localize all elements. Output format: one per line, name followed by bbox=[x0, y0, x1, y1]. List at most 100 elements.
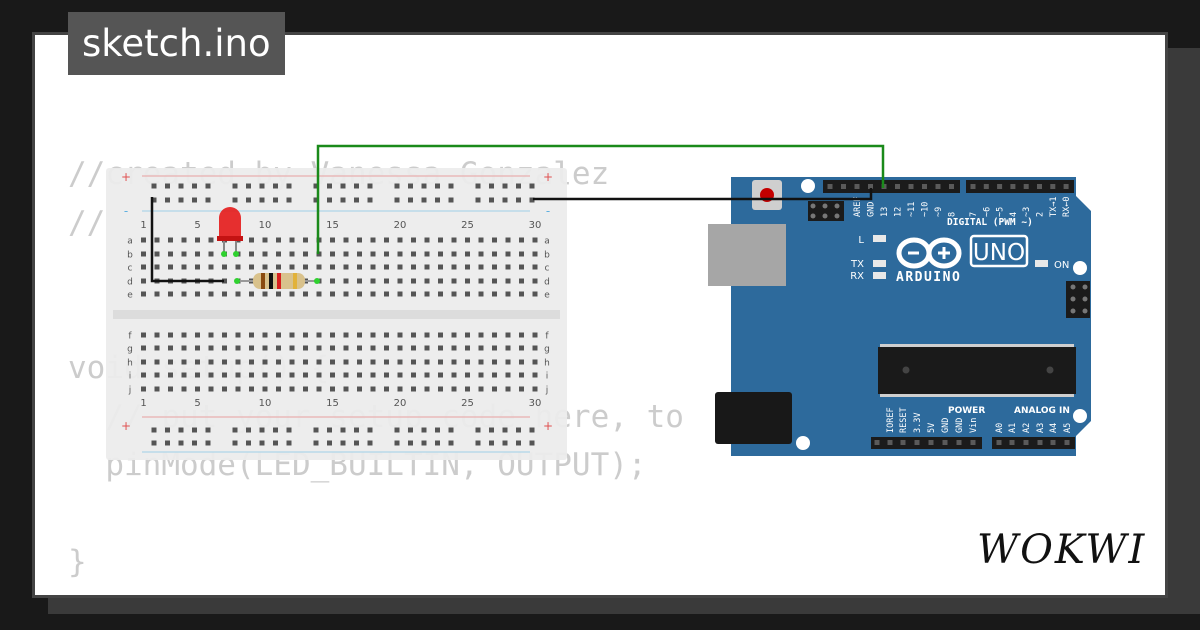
header-slot bbox=[827, 184, 833, 189]
breadboard-hole bbox=[519, 237, 524, 243]
breadboard-hole bbox=[343, 291, 349, 297]
header-power bbox=[871, 437, 982, 449]
header-top-left bbox=[823, 180, 960, 193]
breadboard-hole bbox=[316, 264, 322, 270]
breadboard-hole bbox=[370, 291, 376, 297]
rail-hole bbox=[232, 427, 238, 433]
sketch-filename-tab[interactable]: sketch.ino bbox=[68, 12, 285, 75]
rail-hole bbox=[516, 183, 521, 189]
breadboard-hole bbox=[370, 372, 376, 378]
wire-green[interactable] bbox=[316, 144, 885, 254]
rail-hole bbox=[394, 427, 400, 433]
power-pin-label: RESET bbox=[899, 407, 909, 433]
breadboard-hole bbox=[519, 386, 524, 392]
breadboard-hole bbox=[195, 264, 200, 270]
wire-black-led[interactable] bbox=[150, 197, 224, 283]
breadboard-hole bbox=[141, 359, 146, 365]
rail-hole bbox=[340, 427, 346, 433]
breadboard-hole bbox=[519, 251, 524, 257]
rail-sign: + bbox=[121, 170, 131, 184]
breadboard-hole bbox=[519, 332, 524, 338]
chip-pins-top bbox=[880, 344, 1074, 347]
rail-sign: - bbox=[124, 204, 128, 218]
breadboard-hole bbox=[168, 264, 173, 270]
header-analog bbox=[992, 437, 1075, 449]
header-slot bbox=[942, 440, 948, 445]
rail-hole bbox=[192, 197, 197, 203]
breadboard-hole bbox=[181, 372, 187, 378]
header-slot bbox=[922, 184, 927, 189]
breadboard-hole bbox=[316, 345, 322, 351]
rail-hole bbox=[192, 183, 197, 189]
breadboard-hole bbox=[411, 237, 416, 243]
row-letter: i bbox=[546, 372, 549, 382]
breadboard-hole bbox=[532, 264, 538, 270]
breadboard-hole bbox=[181, 359, 187, 365]
breadboard-hole bbox=[478, 372, 484, 378]
digital-pin-label: AREF bbox=[853, 197, 863, 217]
breadboard-hole bbox=[492, 359, 497, 365]
breadboard-hole bbox=[222, 372, 227, 378]
breadboard-hole bbox=[208, 251, 214, 257]
analog-pin-label: A0 bbox=[995, 423, 1005, 433]
breadboard-hole bbox=[195, 345, 200, 351]
breadboard-hole bbox=[411, 251, 416, 257]
rail-hole bbox=[340, 440, 346, 446]
breadboard-hole bbox=[505, 359, 511, 365]
resistor[interactable] bbox=[237, 273, 317, 289]
breadboard-hole bbox=[168, 372, 173, 378]
rail-hole bbox=[529, 183, 535, 189]
wire-black-gnd[interactable] bbox=[533, 188, 873, 201]
breadboard-hole bbox=[330, 332, 335, 338]
header-slot bbox=[874, 440, 880, 445]
row-letter: a bbox=[127, 237, 133, 247]
breadboard-hole bbox=[181, 291, 187, 297]
breadboard-hole bbox=[519, 359, 524, 365]
row-letter: j bbox=[545, 386, 549, 396]
breadboard-hole bbox=[465, 386, 470, 392]
connection-dots bbox=[221, 251, 320, 284]
analog-pin-label: A1 bbox=[1008, 423, 1018, 433]
breadboard-hole bbox=[249, 264, 254, 270]
breadboard-hole bbox=[492, 237, 497, 243]
breadboard-hole bbox=[384, 345, 389, 351]
digital-pin-label: ~10 bbox=[921, 202, 931, 217]
wokwi-logo: WOKWI bbox=[977, 527, 1144, 573]
breadboard-hole bbox=[478, 264, 484, 270]
header-slot bbox=[1064, 440, 1070, 445]
power-jack bbox=[715, 392, 792, 444]
rail-hole bbox=[246, 197, 251, 203]
code-line: } bbox=[68, 544, 87, 580]
header-top-right bbox=[966, 180, 1074, 193]
digital-pin-label: 7 bbox=[969, 212, 979, 217]
column-number: 1 bbox=[140, 220, 146, 231]
row-letter: a bbox=[544, 237, 550, 247]
breadboard-hole bbox=[262, 345, 268, 351]
column-number: 1 bbox=[140, 398, 146, 409]
breadboard-hole bbox=[384, 251, 389, 257]
rail-hole bbox=[408, 440, 413, 446]
led-red[interactable] bbox=[217, 207, 243, 254]
breadboard-hole bbox=[168, 359, 173, 365]
header-slot bbox=[1063, 184, 1069, 189]
breadboard-hole bbox=[357, 237, 362, 243]
breadboard-hole bbox=[492, 251, 497, 257]
breadboard-hole bbox=[289, 291, 295, 297]
rail-hole bbox=[421, 197, 427, 203]
rail-hole bbox=[529, 197, 535, 203]
analog-pin-label: A5 bbox=[1063, 423, 1073, 433]
breadboard-hole bbox=[397, 345, 403, 351]
rail-hole bbox=[246, 183, 251, 189]
breadboard-hole bbox=[532, 291, 538, 297]
breadboard-hole bbox=[276, 237, 281, 243]
breadboard-hole bbox=[195, 332, 200, 338]
atmega-chip bbox=[878, 347, 1076, 394]
digital-pin-label: ~11 bbox=[907, 202, 917, 217]
digital-pin-label: ~6 bbox=[982, 207, 992, 217]
breadboard-hole bbox=[208, 386, 214, 392]
rail-hole bbox=[286, 427, 292, 433]
breadboard-hole bbox=[478, 359, 484, 365]
column-number: 15 bbox=[326, 220, 339, 231]
icsp-pin bbox=[822, 203, 828, 209]
breadboard-hole bbox=[384, 264, 389, 270]
